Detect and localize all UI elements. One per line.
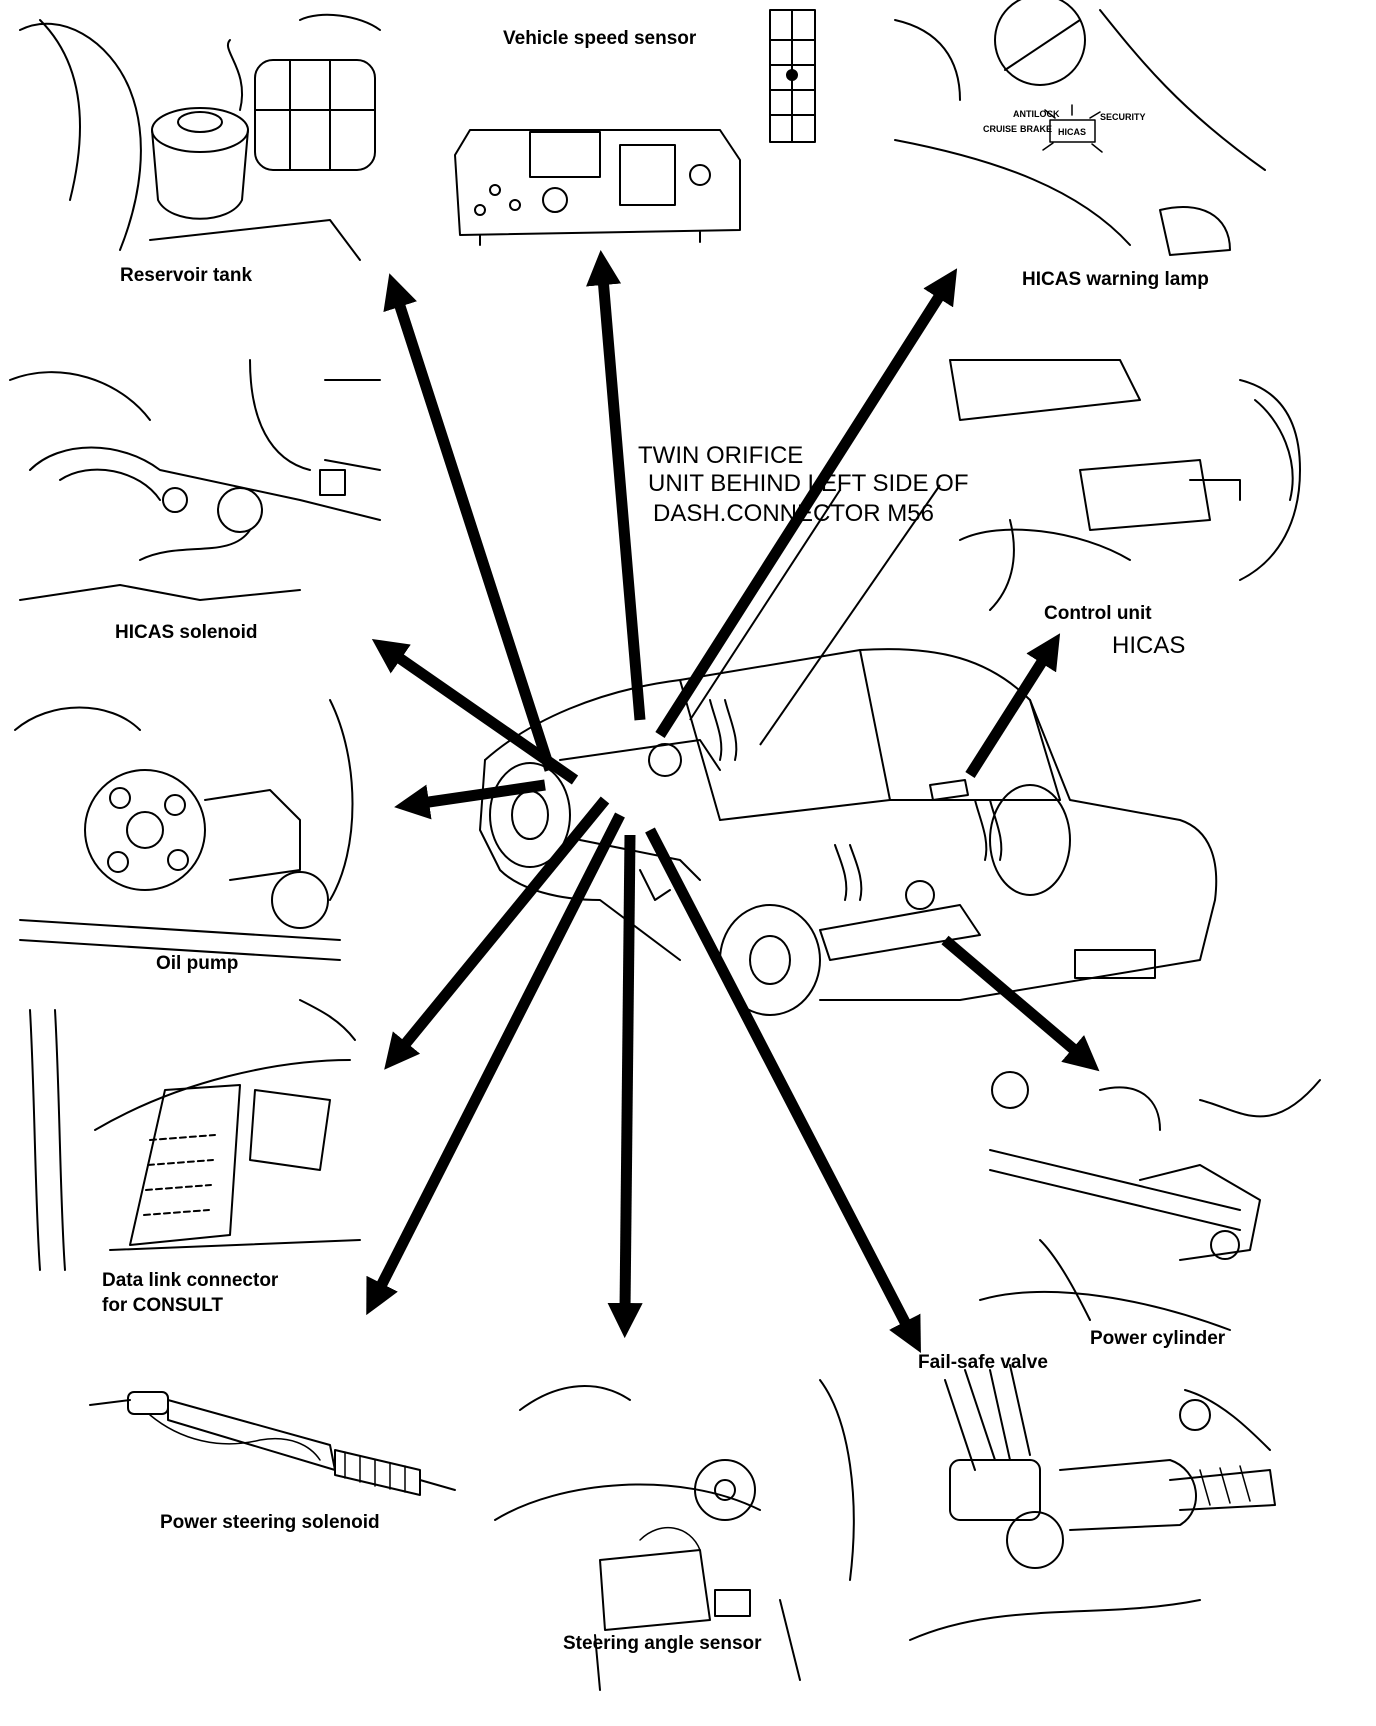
label-steering-angle-sensor: Steering angle sensor <box>563 1633 762 1654</box>
label-fail-safe-valve: Fail-safe valve <box>918 1352 1048 1373</box>
label-hicas-solenoid: HICAS solenoid <box>115 622 258 643</box>
leader-arrows <box>366 249 1100 1354</box>
steering-angle-sensor-illustration <box>494 1379 855 1691</box>
label-power-steering-solenoid: Power steering solenoid <box>160 1512 380 1533</box>
arrow-data-link-connector <box>384 796 610 1070</box>
lamp-antilock-label: ANTILOCK <box>1013 109 1060 119</box>
reservoir-tank-illustration <box>19 13 381 261</box>
arrow-reservoir-tank <box>383 273 556 772</box>
arrow-power-steering-solenoid <box>366 812 625 1316</box>
control-unit-illustration <box>949 359 1301 611</box>
note-twin-orifice-line2: UNIT BEHIND LEFT SIDE OF <box>648 470 969 497</box>
arrow-hicas-warning-lamp <box>655 268 958 738</box>
arrow-steering-angle-sensor <box>607 834 643 1339</box>
label-data-link-connector: Data link connector for CONSULT <box>102 1270 279 1316</box>
arrow-power-cylinder <box>941 935 1100 1072</box>
arrow-oil-pump <box>394 779 546 820</box>
note-twin-orifice-line3: DASH.CONNECTOR M56 <box>653 500 934 527</box>
hicas-solenoid-illustration <box>9 359 381 601</box>
lamp-brake-label: BRAKE <box>1020 124 1052 134</box>
power-steering-solenoid-illustration <box>89 1391 456 1496</box>
lamp-security-label: SECURITY <box>1100 112 1146 122</box>
arrow-vehicle-speed-sensor <box>586 249 646 721</box>
label-oil-pump: Oil pump <box>156 953 239 974</box>
vehicle-speed-sensor-illustration <box>454 9 816 246</box>
arrow-hicas-solenoid <box>371 638 579 785</box>
twin-orifice-pointer <box>689 484 941 746</box>
arrow-fail-safe-valve <box>645 827 921 1354</box>
lamp-cruise-label: CRUISE <box>983 124 1017 134</box>
data-link-connector-illustration <box>29 999 361 1271</box>
fail-safe-valve-illustration <box>909 1364 1276 1641</box>
hicas-warning-lamp-illustration <box>894 0 1266 256</box>
oil-pump-illustration <box>14 699 354 961</box>
label-power-cylinder: Power cylinder <box>1090 1328 1226 1349</box>
note-twin-orifice-line1: TWIN ORIFICE <box>638 442 804 469</box>
lamp-hicas-label: HICAS <box>1058 127 1086 137</box>
label-hicas-warning-lamp: HICAS warning lamp <box>1022 269 1209 290</box>
label-control-unit: Control unit <box>1044 603 1152 624</box>
arrow-control-unit <box>965 633 1061 778</box>
vehicle-illustration <box>479 648 1218 1016</box>
label-vehicle-speed-sensor: Vehicle speed sensor <box>503 28 697 49</box>
note-hicas: HICAS <box>1112 632 1186 659</box>
label-reservoir-tank: Reservoir tank <box>120 265 253 286</box>
power-cylinder-illustration <box>979 1071 1321 1331</box>
